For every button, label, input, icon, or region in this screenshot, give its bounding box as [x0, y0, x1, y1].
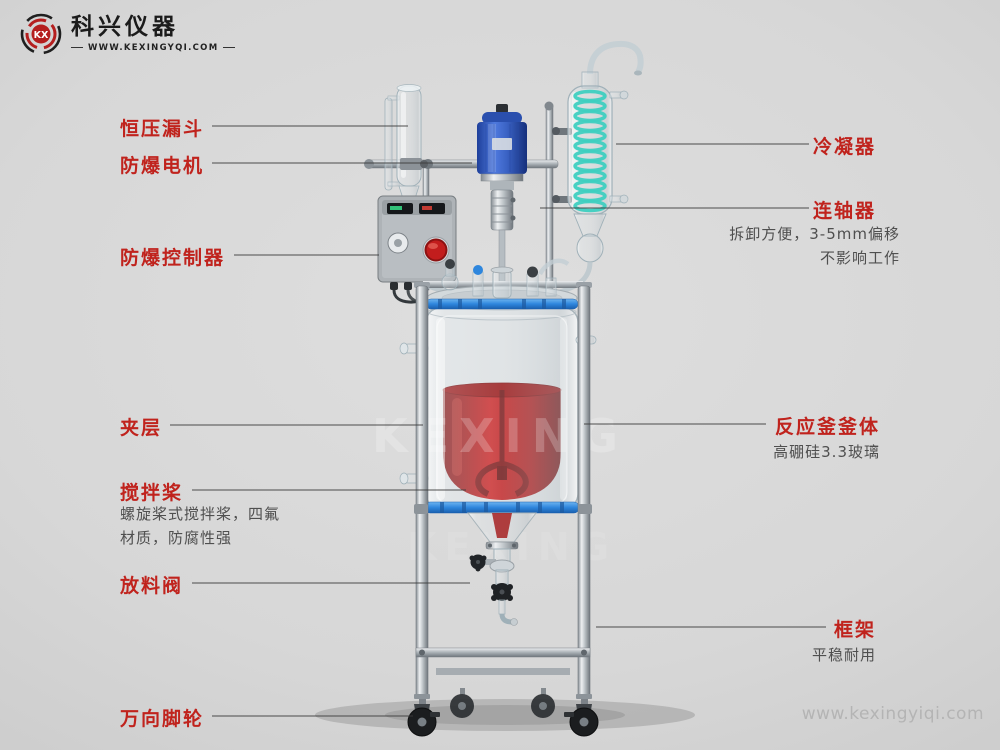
reactor-body-description: 高硼硅3.3玻璃 — [773, 440, 880, 464]
brand-logo: KX 科兴仪器 WWW.KEXINGYQI.COM — [20, 13, 236, 55]
label-coupling: 连轴器 — [812, 200, 876, 222]
logo-rule-left — [71, 47, 83, 49]
brand-emblem-text: KX — [34, 30, 49, 41]
casters — [407, 688, 599, 737]
annotation-lines — [170, 125, 826, 717]
explosion-proof-motor — [477, 104, 527, 190]
coupling-description: 拆卸方便，3-5mm偏移 不影响工作 — [729, 222, 900, 270]
label-constant-pressure-funnel: 恒压漏斗 — [120, 118, 205, 140]
stirring-paddle-desc-line2: 材质，防腐性强 — [120, 529, 233, 547]
condenser — [552, 40, 644, 295]
label-explosion-proof-controller: 防爆控制器 — [120, 247, 226, 269]
frame-description: 平稳耐用 — [812, 643, 876, 667]
label-jacket: 夹层 — [120, 417, 163, 439]
reactor-vessel — [399, 303, 597, 509]
stirring-paddle-desc-line1: 螺旋桨式搅拌桨，四氟 — [120, 505, 281, 523]
reactor-body-desc-line1: 高硼硅3.3玻璃 — [773, 443, 880, 461]
coupling-desc-line1: 拆卸方便，3-5mm偏移 — [729, 225, 900, 243]
explosion-proof-controller — [377, 195, 471, 306]
brand-emblem: KX — [20, 13, 62, 55]
equipment-watermark: KEXING — [372, 409, 628, 463]
label-explosion-proof-motor: 防爆电机 — [120, 155, 205, 177]
discharge-valve — [466, 512, 538, 626]
brand-name: 科兴仪器 — [71, 14, 179, 41]
frame-desc-line1: 平稳耐用 — [811, 646, 876, 664]
ground-shadow — [315, 699, 695, 731]
label-stirring-paddle: 搅拌桨 — [120, 482, 184, 504]
label-frame: 框架 — [833, 619, 876, 641]
coupling-desc-line2: 不影响工作 — [819, 249, 900, 267]
frame — [414, 282, 592, 699]
label-reactor-body: 反应釜釜体 — [774, 416, 880, 438]
label-discharge-valve: 放料阀 — [120, 575, 184, 597]
label-caster: 万向脚轮 — [120, 708, 205, 730]
brand-website: WWW.KEXINGYQI.COM — [88, 42, 219, 53]
logo-rule-right — [223, 47, 236, 49]
site-watermark: www.kexingyiqi.com — [801, 704, 984, 724]
stirring-paddle-description: 螺旋桨式搅拌桨，四氟 材质，防腐性强 — [120, 502, 280, 550]
label-condenser: 冷凝器 — [812, 136, 876, 158]
